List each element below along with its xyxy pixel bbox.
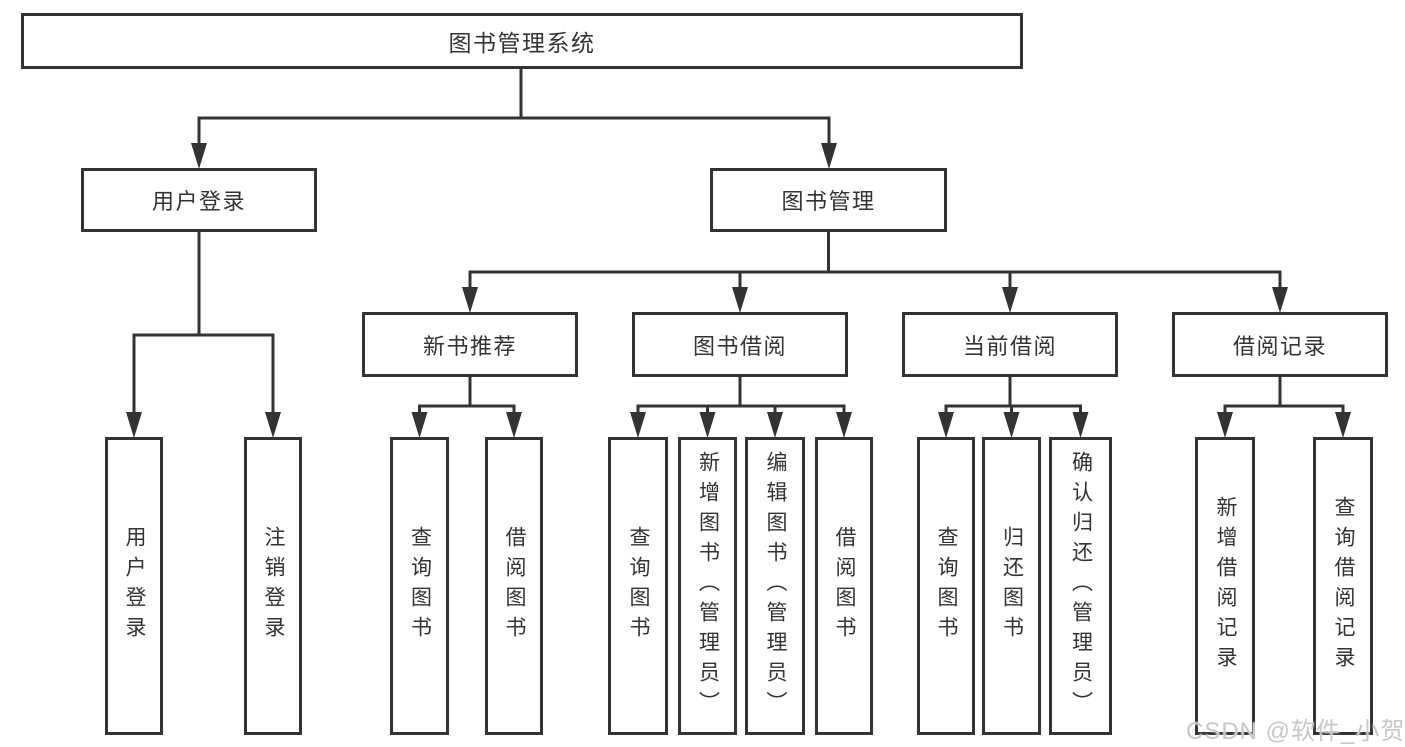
node-current-borrow: 当前借阅 <box>902 312 1118 377</box>
node-root-system: 图书管理系统 <box>21 13 1023 69</box>
leaf-borrow-books: 借阅图书 <box>815 437 873 735</box>
leaf-edit-books-admin: 编辑图书（管理员） <box>745 437 805 735</box>
connector-book-borrow-group <box>636 377 846 414</box>
leaf-return-books: 归还图书 <box>982 437 1041 735</box>
connector-borrow-record-group <box>1223 377 1345 414</box>
leaf-query-books-recommend: 查询图书 <box>390 437 449 735</box>
leaf-borrow-books-recommend: 借阅图书 <box>485 437 543 735</box>
leaf-add-borrow-record: 新增借阅记录 <box>1195 437 1255 735</box>
connector-new-book-group <box>418 377 516 414</box>
leaf-user-login: 用户登录 <box>105 437 163 735</box>
watermark: CSDN @软件_小贺同学 <box>1186 718 1405 745</box>
connector-book-mgmt-group <box>468 232 1282 290</box>
leaf-query-borrow-record: 查询借阅记录 <box>1313 437 1373 735</box>
node-borrow-record: 借阅记录 <box>1172 312 1388 377</box>
node-user-login: 用户登录 <box>81 168 317 232</box>
node-new-book-recommend: 新书推荐 <box>362 312 578 377</box>
leaf-add-books-admin: 新增图书（管理员） <box>678 437 737 735</box>
leaf-query-books-borrow: 查询图书 <box>608 437 668 735</box>
leaf-logout: 注销登录 <box>244 437 302 735</box>
leaf-query-books-current: 查询图书 <box>917 437 975 735</box>
connector-user-login-group <box>132 232 275 414</box>
connector-root <box>197 68 831 146</box>
leaf-confirm-return-admin: 确认归还（管理员） <box>1049 437 1112 735</box>
node-book-management: 图书管理 <box>710 168 947 232</box>
connector-current-borrow-group <box>944 377 1082 414</box>
node-book-borrow: 图书借阅 <box>632 312 848 377</box>
